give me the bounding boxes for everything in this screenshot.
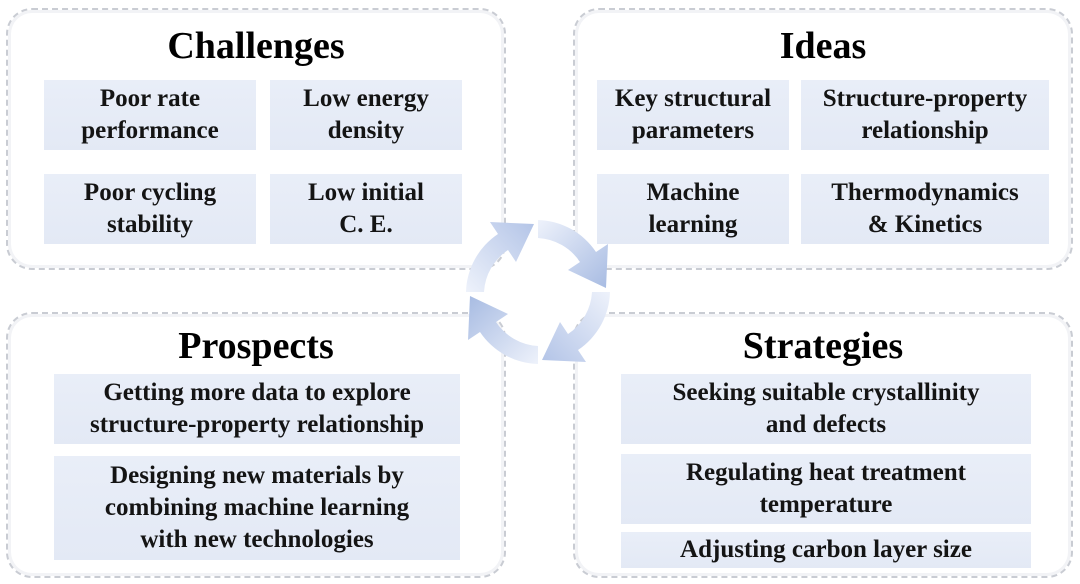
prospect-item-data: Getting more data to explore structure-p… xyxy=(54,374,460,444)
strategy-item-carbon-layer: Adjusting carbon layer size xyxy=(621,532,1031,568)
challenges-title: Challenges xyxy=(167,25,345,67)
arrow-segment-bottom-left xyxy=(468,296,538,364)
cycle-arrows-icon xyxy=(466,220,610,364)
challenge-item-rate: Poor rate performance xyxy=(44,80,256,150)
arrow-segment-bottom-right xyxy=(542,292,610,362)
challenge-item-cycling: Poor cycling stability xyxy=(44,174,256,244)
challenge-item-energy: Low energy density xyxy=(270,80,462,150)
idea-item-structural: Key structural parameters xyxy=(597,80,789,150)
idea-item-machine-learning: Machine learning xyxy=(597,174,789,244)
strategies-title: Strategies xyxy=(742,325,904,367)
strategy-item-crystallinity: Seeking suitable crystallinity and defec… xyxy=(621,374,1031,444)
prospects-panel: Prospects Getting more data to explore s… xyxy=(6,312,506,578)
idea-item-thermodynamics: Thermodynamics & Kinetics xyxy=(801,174,1049,244)
prospect-item-design: Designing new materials by combining mac… xyxy=(54,456,460,560)
ideas-panel: Ideas Key structural parameters Structur… xyxy=(573,8,1073,270)
strategies-panel: Strategies Seeking suitable crystallinit… xyxy=(573,312,1073,578)
arrow-segment-top-right xyxy=(538,220,608,288)
prospects-title: Prospects xyxy=(178,325,334,367)
challenges-panel: Challenges Poor rate performance Low ene… xyxy=(6,8,506,270)
strategy-item-heat-treatment: Regulating heat treatment temperature xyxy=(621,454,1031,524)
ideas-title: Ideas xyxy=(779,25,867,67)
idea-item-structure-property: Structure-property relationship xyxy=(801,80,1049,150)
arrow-segment-top-left xyxy=(466,222,534,292)
challenge-item-ce: Low initial C. E. xyxy=(270,174,462,244)
